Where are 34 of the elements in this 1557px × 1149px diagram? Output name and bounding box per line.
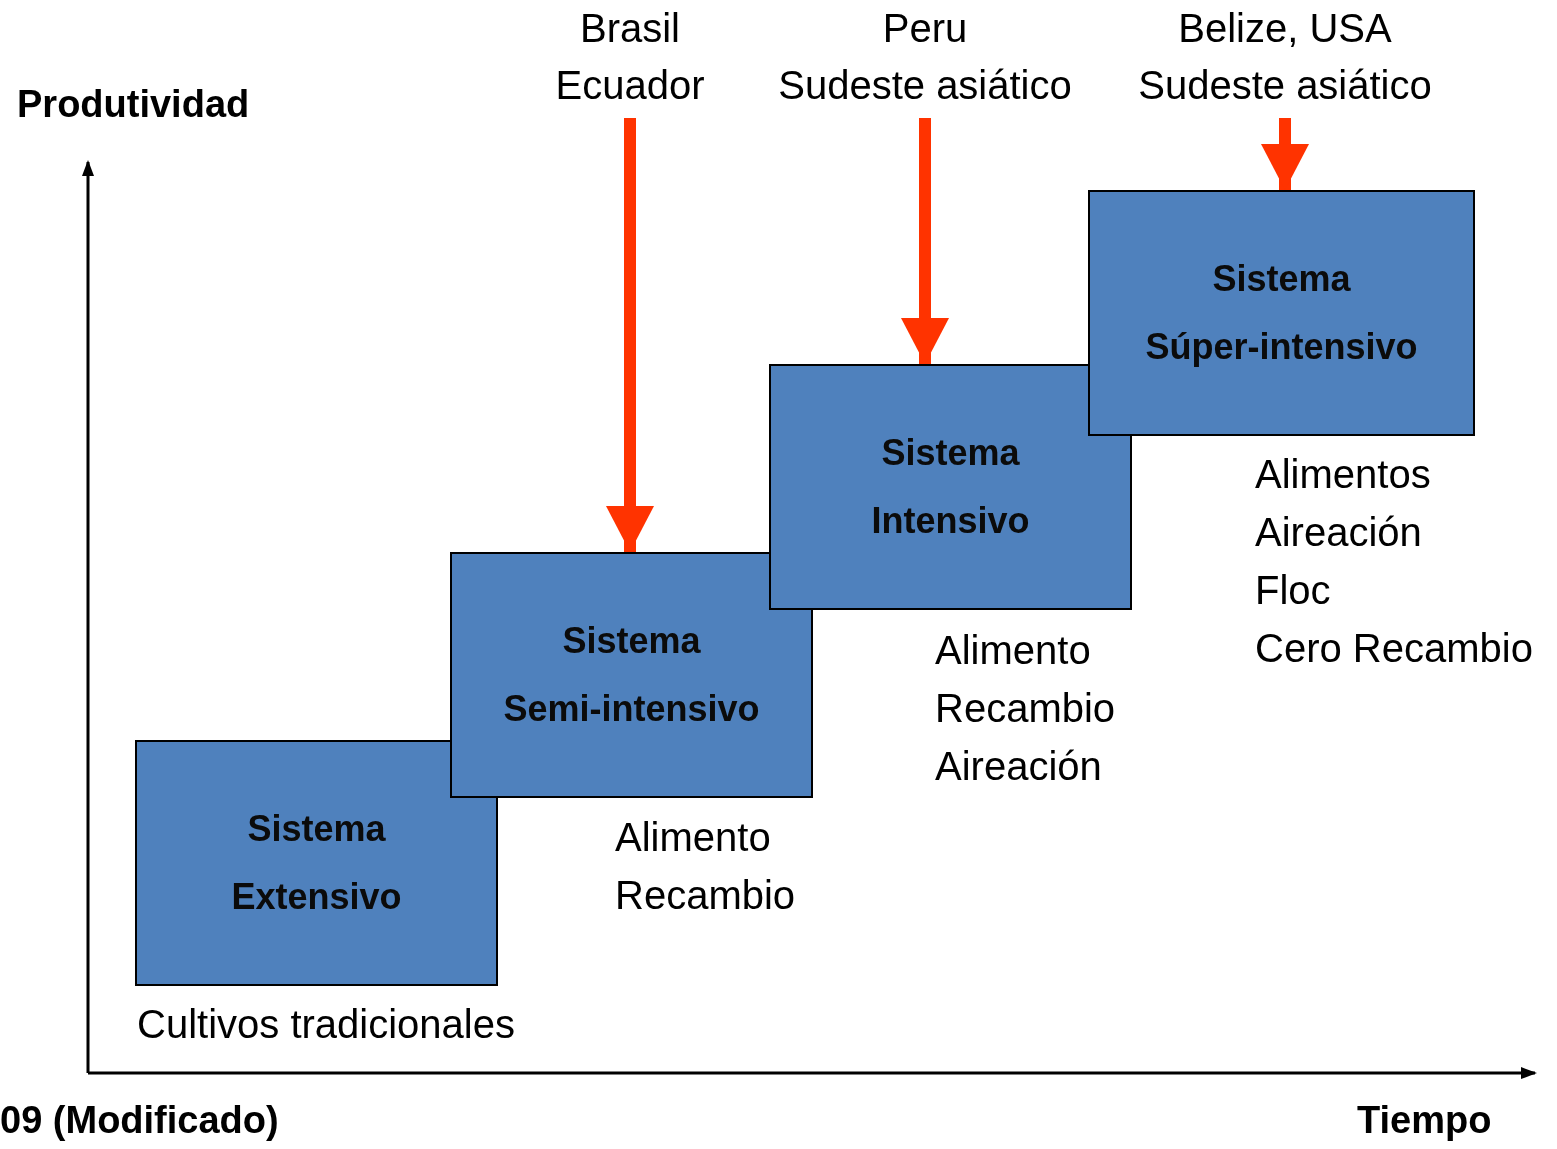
region-label: Peru — [882, 5, 968, 52]
feature-text: Aireación — [935, 743, 1102, 790]
box-label: Sistema — [881, 431, 1020, 475]
feature-text: Alimento — [615, 814, 771, 861]
region-label: Brasil — [580, 5, 680, 52]
box-label: Intensivo — [871, 499, 1030, 543]
feature-text: Cero Recambio — [1255, 625, 1533, 672]
system-box — [135, 740, 498, 986]
region-label: Sudeste asiático — [1138, 62, 1432, 109]
box-label: Sistema — [247, 807, 386, 851]
feature-text: Alimento — [935, 627, 1091, 674]
system-box — [450, 552, 813, 798]
axis-label: Produtividad — [17, 82, 250, 126]
system-box — [1088, 190, 1475, 436]
box-label: Sistema — [562, 619, 701, 663]
feature-text: Recambio — [615, 872, 796, 919]
region-label: Belize, USA — [1178, 5, 1392, 52]
box-label: Súper-intensivo — [1145, 325, 1418, 369]
feature-text: Aireación — [1255, 509, 1422, 556]
feature-text: Recambio — [935, 685, 1116, 732]
feature-text: Cultivos tradicionales — [137, 1001, 515, 1048]
region-label: Sudeste asiático — [778, 62, 1072, 109]
arrow — [901, 118, 949, 364]
arrow — [1261, 118, 1309, 190]
system-box — [769, 364, 1132, 610]
feature-text: Alimentos — [1255, 451, 1431, 498]
axis-label: Tiempo — [1357, 1098, 1492, 1142]
feature-text: Floc — [1255, 567, 1331, 614]
arrow — [606, 118, 654, 552]
axis-label: 09 (Modificado) — [0, 1098, 279, 1142]
box-label: Sistema — [1212, 257, 1351, 301]
region-label: Ecuador — [555, 62, 705, 109]
box-label: Extensivo — [231, 875, 402, 919]
box-label: Semi-intensivo — [503, 687, 760, 731]
